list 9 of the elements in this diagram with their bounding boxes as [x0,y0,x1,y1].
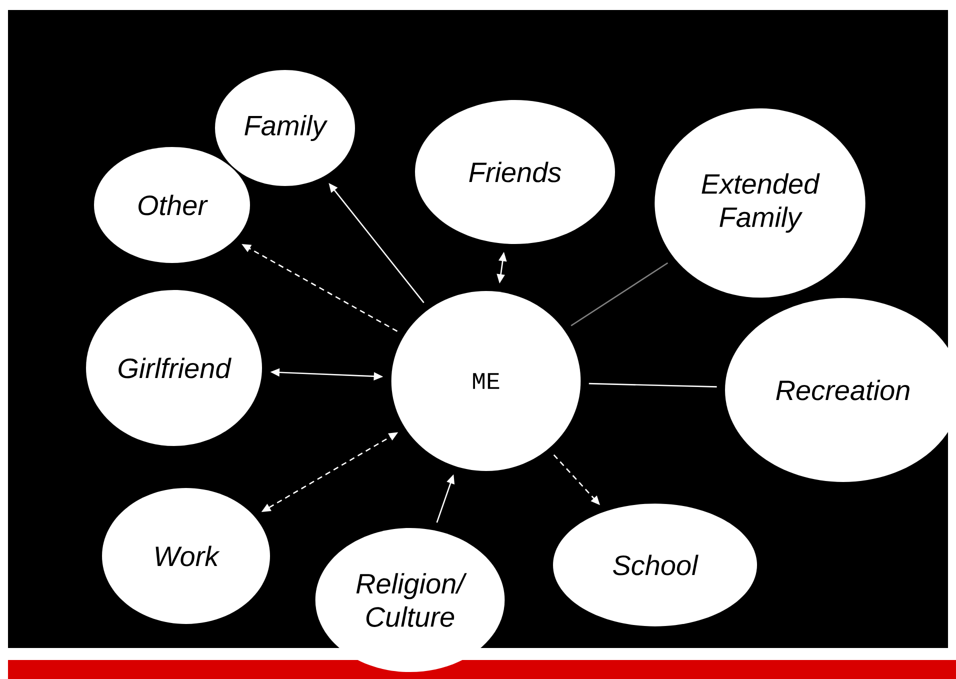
ellipse-node: Girlfriend [86,290,262,446]
ellipse-node: Religion/ Culture [315,528,505,672]
ellipse-node: Other [94,147,250,263]
ellipse-node: Extended Family [654,108,866,298]
ellipse-node: Family [215,70,355,186]
ellipse-node: Friends [415,100,615,244]
ellipse-node: Work [102,488,270,624]
ellipse-node: ME [391,291,581,471]
ellipse-node: School [553,504,757,626]
